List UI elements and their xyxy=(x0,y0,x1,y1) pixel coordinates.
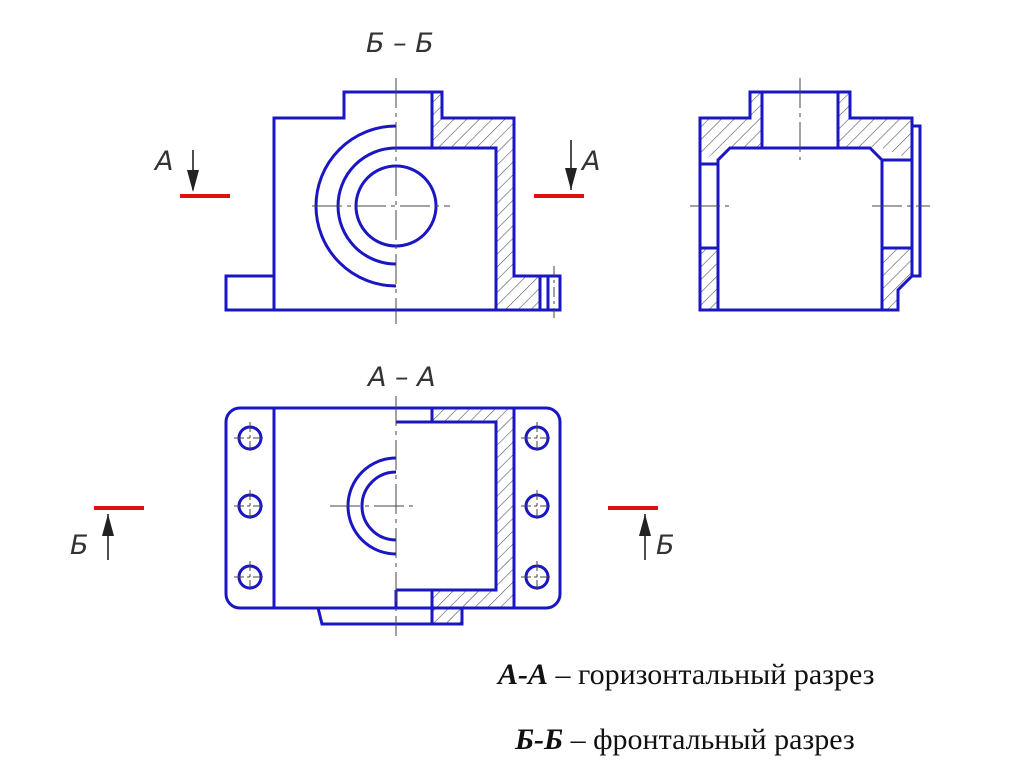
arrow-down-icon xyxy=(565,168,577,190)
caption-frontal-section: Б-Б – фронтальный разрез xyxy=(515,723,855,757)
cut-a-left-label: А xyxy=(153,146,173,177)
caption-horizontal-section: А-А – горизонтальный разрез xyxy=(498,658,875,692)
arrow-up-icon xyxy=(102,514,114,536)
arrow-down-icon xyxy=(187,170,199,192)
bolt-hole-section xyxy=(538,274,562,312)
caption-bb-text: – фронтальный разрез xyxy=(563,723,855,756)
caption-aa-text: – горизонтальный разрез xyxy=(548,658,875,691)
top-outline xyxy=(224,406,562,610)
arrow-up-icon xyxy=(639,514,651,536)
side-hatching xyxy=(700,92,912,310)
top-section-view: А – А xyxy=(70,362,675,636)
top-hatching xyxy=(432,408,514,624)
section-aa-title: А – А xyxy=(366,362,436,393)
front-inner-cavity xyxy=(396,146,498,310)
side-view xyxy=(690,78,930,312)
caption-bb-key: Б-Б xyxy=(515,723,564,756)
caption-aa-key: А-А xyxy=(498,658,549,691)
front-section-view: Б – Б А А xyxy=(153,28,600,324)
cut-b-left-label: Б xyxy=(70,530,89,561)
section-bb-title: Б – Б xyxy=(366,28,434,59)
side-outline xyxy=(698,90,922,312)
cut-a-right-label: А xyxy=(580,146,600,177)
cut-b-right-label: Б xyxy=(656,530,675,561)
